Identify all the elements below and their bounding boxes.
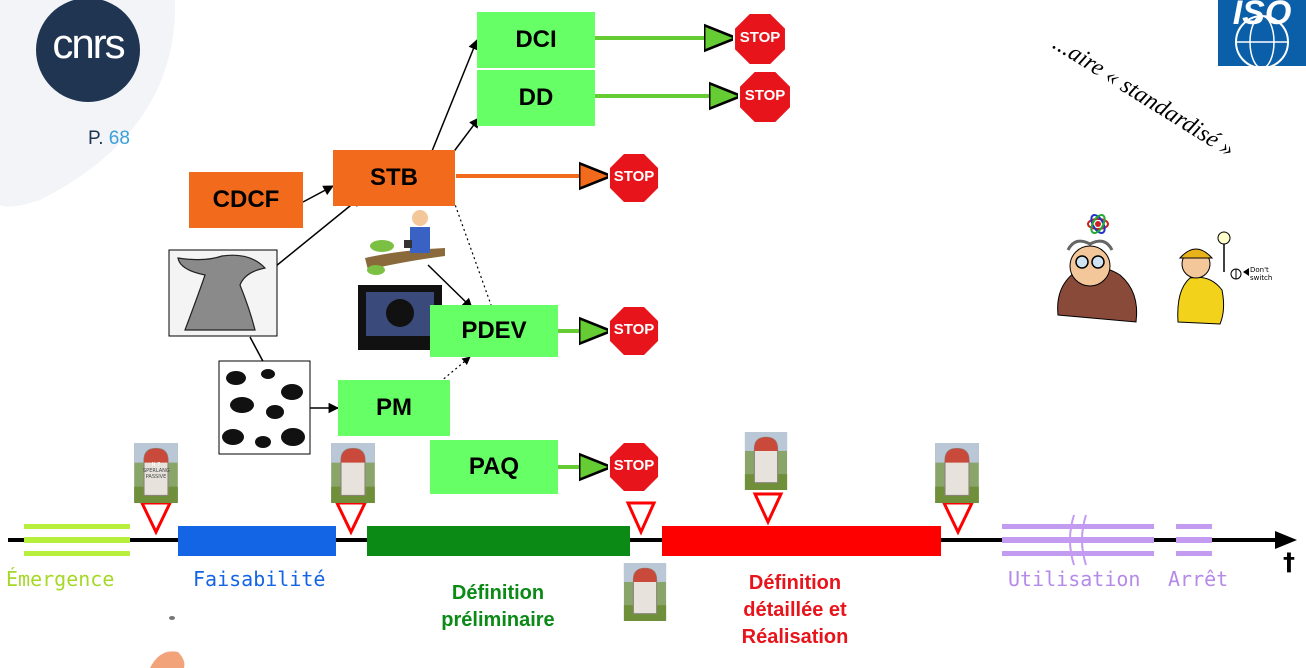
phase-bar-arret <box>1176 524 1212 556</box>
box-cdcf: CDCF <box>212 186 280 213</box>
box-stb-bg <box>333 150 455 206</box>
milestone-marker <box>625 501 657 536</box>
character-image <box>150 651 185 668</box>
stop-label: STOP <box>613 168 655 185</box>
box-paq: PAQ <box>468 453 520 480</box>
dotted-pm-pdev <box>439 356 471 383</box>
phase-bar-definition-preliminaire <box>367 526 630 556</box>
dont-switch-tag: Don't switch <box>1250 266 1273 282</box>
milestone-marker <box>139 501 173 536</box>
darth-vader-tv-image <box>358 285 442 350</box>
phase-bar-utilisation <box>1002 514 1154 566</box>
stop-label: STOP <box>744 87 786 104</box>
box-stb: STB <box>370 164 418 191</box>
stop-label: STOP <box>613 457 655 474</box>
page-prefix: P. <box>88 128 104 149</box>
arrow-stb-dci <box>429 39 479 157</box>
phase-label-arret: Arrêt <box>1168 567 1229 591</box>
milestone-marker <box>752 492 784 526</box>
arrow-businessman-pdev <box>427 264 473 309</box>
milestone-stone-image <box>623 563 667 621</box>
arrow-stb-dd <box>451 117 480 155</box>
box-dd: DD <box>518 84 554 111</box>
businessman-on-branch-image <box>365 210 445 275</box>
milestone-inscription: N 7 SPERLANG PASSIVE <box>143 462 170 480</box>
phase-label-definition-preliminaire: Définition préliminaire <box>441 582 555 631</box>
phase-bar-emergence <box>24 524 130 556</box>
milestone-stone-image <box>934 443 980 503</box>
page-number-value: 68 <box>108 128 130 149</box>
box-pdev-bg <box>430 305 558 357</box>
box-dci-bg <box>477 12 595 68</box>
phase-bar-faisabilite <box>178 526 336 556</box>
iso-logo <box>1218 0 1306 69</box>
milestone-stone-image <box>744 432 788 490</box>
box-paq-bg <box>430 440 558 494</box>
phase-bar-definition-detaillee <box>662 526 941 556</box>
milestone-marker <box>941 501 975 536</box>
arrow-cdcf-stb <box>302 185 334 203</box>
timeline-end-marker: † <box>1283 548 1295 576</box>
stop-label: STOP <box>613 321 655 338</box>
dotted-stb-pdev <box>451 195 502 331</box>
cnrs-logo-text: cnrs <box>52 20 125 67</box>
stop-label: STOP <box>739 29 781 46</box>
box-pm: PM <box>376 394 412 421</box>
phase-label-utilisation: Utilisation <box>1008 567 1141 591</box>
scientist-image <box>1057 213 1138 323</box>
milestone-stone-image <box>330 443 376 503</box>
cnrs-logo <box>36 0 140 102</box>
box-pm-bg <box>338 380 450 436</box>
phase-label-emergence: Émergence <box>6 567 115 591</box>
box-pdev: PDEV <box>461 317 527 344</box>
box-dd-bg <box>477 70 595 126</box>
box-cdcf-bg <box>189 172 303 228</box>
iso-logo-text: ISO <box>1232 0 1292 32</box>
page-number: P. 68 <box>88 128 130 150</box>
box-dci: DCI <box>515 26 557 53</box>
phase-label-faisabilite: Faisabilité <box>193 567 326 591</box>
worker-with-bulb-image <box>1177 231 1249 325</box>
milestone-marker <box>334 501 368 536</box>
timeline-arrowhead <box>1275 531 1297 549</box>
phase-label-definition-detaillee: Définition détaillée et Réalisation <box>741 572 849 648</box>
